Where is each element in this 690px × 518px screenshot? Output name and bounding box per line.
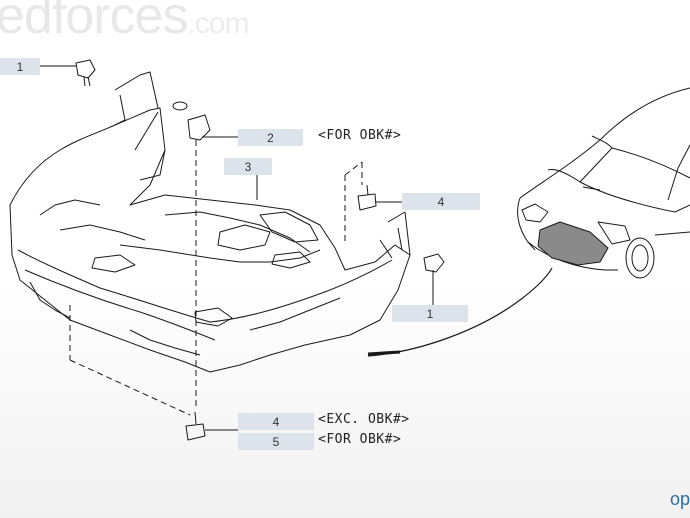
vehicle-outline	[517, 87, 690, 279]
part-callout-1-top: 1	[0, 58, 40, 75]
part-callout-1-right: 1	[392, 305, 468, 322]
corner-link-text[interactable]: op	[669, 489, 690, 509]
bolt-right	[357, 184, 377, 211]
under-cover-panel	[9, 71, 411, 373]
clip-top-left	[75, 59, 96, 87]
part-callout-5: 5	[238, 433, 314, 450]
clip-right	[423, 253, 445, 273]
site-watermark: edforces.com	[0, 0, 249, 45]
part-callout-2: 2	[238, 129, 303, 146]
note-for-obk-bottom: <FOR OBK#>	[318, 432, 402, 447]
part-callout-3: 3	[224, 158, 272, 175]
bolt-bottom	[185, 411, 206, 441]
note-exc-obk: <EXC. OBK#>	[318, 412, 410, 427]
part-callout-4-bottom: 4	[238, 413, 314, 430]
note-for-obk-top: <FOR OBK#>	[318, 128, 402, 143]
part-callout-4-right: 4	[402, 193, 480, 210]
pointer-curve	[367, 267, 553, 357]
clip-center	[172, 101, 211, 141]
